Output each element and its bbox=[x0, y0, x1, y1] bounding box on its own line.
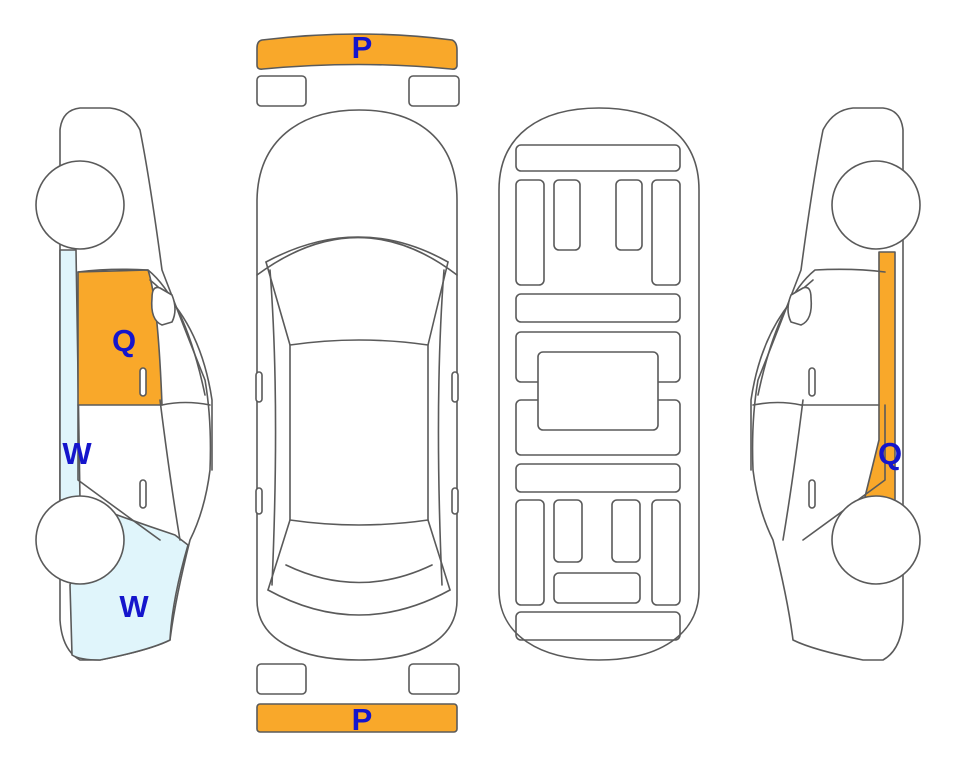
left-rocker-mark: W bbox=[62, 436, 92, 471]
left-rear-handle bbox=[139, 479, 147, 509]
handle-left-top bbox=[255, 487, 263, 515]
windshield-line bbox=[256, 236, 458, 276]
underbody-panel-fr bbox=[651, 179, 681, 286]
right-body-outline[interactable] bbox=[751, 107, 904, 661]
rear-bumper-mark: P bbox=[352, 702, 373, 737]
underbody-panel-fl bbox=[515, 179, 545, 286]
underbody-panel-mid1 bbox=[515, 293, 681, 323]
left-rear-door-line bbox=[77, 404, 161, 541]
rear-lamp-left[interactable] bbox=[256, 663, 307, 695]
side-window-right bbox=[437, 269, 445, 586]
mirror-right-top[interactable] bbox=[451, 371, 459, 403]
handle-right-top bbox=[451, 487, 459, 515]
underbody-panel-mid2 bbox=[515, 463, 681, 493]
rear-bumper-area[interactable] bbox=[256, 703, 458, 733]
right-window-line bbox=[757, 268, 886, 396]
front-bumper-area[interactable] bbox=[256, 33, 458, 70]
left-sill-line bbox=[159, 399, 181, 541]
c-pillar-left bbox=[267, 519, 291, 591]
rear-lamp-right[interactable] bbox=[408, 663, 460, 695]
right-sill-line bbox=[782, 399, 804, 541]
damage-labels: P P Q W W Q bbox=[62, 30, 902, 737]
roof-outline[interactable] bbox=[289, 339, 429, 526]
underbody-panel-center[interactable] bbox=[537, 351, 659, 431]
underbody-panel-fr2 bbox=[615, 179, 643, 251]
underbody-panel-rr bbox=[651, 499, 681, 606]
left-window-line bbox=[77, 268, 206, 396]
front-bumper-mark: P bbox=[352, 30, 373, 65]
underbody-panel-rl2 bbox=[553, 499, 583, 563]
hood-line bbox=[265, 236, 449, 263]
car-underbody-view bbox=[498, 107, 700, 661]
left-front-handle bbox=[139, 367, 147, 397]
rear-bumper-group bbox=[256, 663, 460, 733]
underbody-panel-front bbox=[515, 144, 681, 172]
left-b-line bbox=[161, 401, 211, 406]
front-lamp-left[interactable] bbox=[256, 75, 307, 107]
underbody-panel-exhaust bbox=[553, 572, 641, 604]
underbody-panel-rr2 bbox=[611, 499, 641, 563]
left-mirror[interactable] bbox=[150, 286, 176, 326]
front-lamp-right[interactable] bbox=[408, 75, 460, 107]
mirror-left-top[interactable] bbox=[255, 371, 263, 403]
trunk-line bbox=[285, 564, 433, 584]
car-left-side-view bbox=[35, 107, 213, 661]
underbody-panel-rl bbox=[515, 499, 545, 606]
underbody-panel-fl2 bbox=[553, 179, 581, 251]
car-top-view bbox=[255, 109, 459, 661]
underbody-panel-rear bbox=[515, 611, 681, 641]
a-pillar-right bbox=[427, 261, 449, 346]
car-right-side-view bbox=[750, 107, 921, 661]
left-front-wheel[interactable] bbox=[35, 160, 125, 250]
right-rear-wheel[interactable] bbox=[831, 495, 921, 585]
left-front-door-mark: Q bbox=[112, 323, 136, 358]
rear-window-line bbox=[267, 589, 451, 616]
underbody-outline[interactable] bbox=[498, 107, 700, 661]
left-rear-wheel[interactable] bbox=[35, 495, 125, 585]
left-rear-quarter-mark: W bbox=[119, 589, 149, 624]
right-front-wheel[interactable] bbox=[831, 160, 921, 250]
right-front-handle bbox=[808, 367, 816, 397]
side-window-left bbox=[269, 269, 277, 586]
right-b-line bbox=[752, 401, 802, 406]
right-mirror[interactable] bbox=[787, 286, 813, 326]
top-body-outline[interactable] bbox=[256, 109, 458, 661]
right-front-pillar-mark: Q bbox=[878, 436, 902, 471]
right-rear-handle bbox=[808, 479, 816, 509]
c-pillar-right bbox=[427, 519, 451, 591]
front-bumper-group bbox=[256, 33, 460, 107]
